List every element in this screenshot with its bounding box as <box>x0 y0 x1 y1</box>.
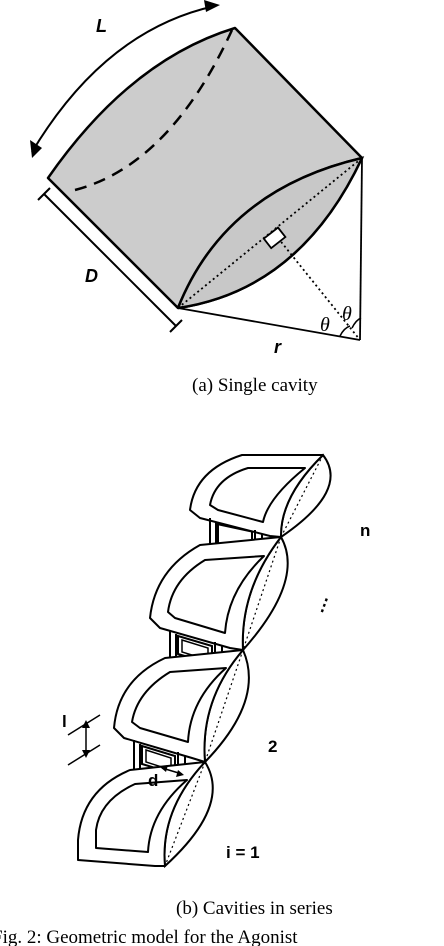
cavity-dashed-arc <box>74 29 234 192</box>
caption-b: (b) Cavities in series <box>176 898 333 919</box>
d-dimension <box>160 765 184 777</box>
length-arrow <box>31 5 216 153</box>
figure-caption: Fig. 2: Geometric model for the Agonist <box>0 927 298 946</box>
series-label-2: 2 <box>268 737 277 756</box>
l-dimension <box>67 714 101 766</box>
single-cavity-diagram: L D r θ θ <box>30 0 365 357</box>
cavity-series-diagram: n ⋮ 2 i = 1 l d <box>62 453 370 869</box>
series-label-l: l <box>62 712 67 731</box>
length-arrow-head-right <box>204 0 220 12</box>
series-cavity-mid <box>149 536 282 651</box>
angle-label-upper: θ <box>342 303 352 325</box>
series-label-i: i = 1 <box>226 843 260 862</box>
angle-arc-lower <box>339 325 351 337</box>
radius-label: r <box>274 337 282 357</box>
series-label-n: n <box>360 521 370 540</box>
angle-arc-upper <box>351 317 362 329</box>
series-cavity-n <box>189 454 324 538</box>
series-cavity-1 <box>77 761 206 867</box>
cavity-radius-dotted <box>277 237 361 341</box>
caption-a: (a) Single cavity <box>192 375 318 396</box>
angle-label-lower: θ <box>320 314 330 336</box>
series-label-dots: ⋮ <box>313 593 335 617</box>
depth-dimension-line <box>43 193 177 327</box>
length-label: L <box>96 16 107 36</box>
series-label-d: d <box>148 771 158 790</box>
length-arrow-head-left <box>30 140 42 158</box>
right-angle-marker <box>262 226 287 250</box>
cavity-triangle-right <box>359 157 363 341</box>
depth-label: D <box>85 266 98 286</box>
cavity-triangle-bottom <box>177 307 361 341</box>
series-cavity-2 <box>113 649 244 763</box>
